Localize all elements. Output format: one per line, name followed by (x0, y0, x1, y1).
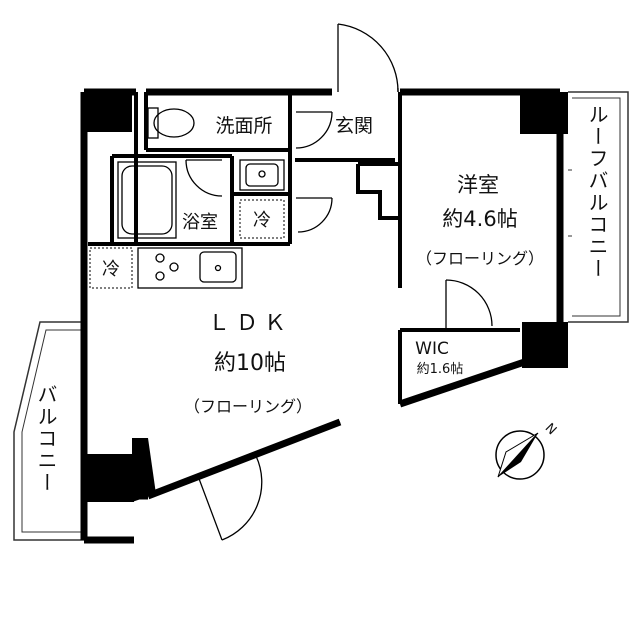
roof-balcony-label: ルーフバルコニー (585, 104, 609, 280)
rail-details (568, 169, 572, 237)
wic-size: 約1.6帖 (417, 362, 464, 377)
window-segment (255, 421, 341, 455)
ldk-floor: （フローリング） (184, 397, 312, 416)
kitchen-counter (137, 247, 243, 289)
western-room-floor: （フローリング） (416, 249, 544, 268)
compass-icon: N (495, 421, 559, 480)
bath-label: 浴室 (182, 212, 218, 233)
ldk-name: ＬＤＫ (208, 311, 292, 336)
wash-basin (239, 159, 285, 191)
western-room-size: 約4.6帖 (442, 207, 517, 231)
wic-name: WIC (415, 339, 449, 359)
roof-balcony-outline (568, 91, 629, 323)
fridge-space-main (239, 199, 285, 239)
fridge-kitchen-label: 冷 (102, 259, 120, 280)
entrance-label: 玄関 (335, 115, 373, 137)
ldk-size: 約10帖 (214, 351, 286, 376)
fridge-main-label: 冷 (253, 210, 271, 231)
entrance-step (356, 162, 402, 220)
toilet (147, 107, 195, 139)
bathtub (117, 161, 177, 239)
compass-north-label: N (542, 421, 559, 438)
structural-columns (84, 92, 568, 502)
western-room-name: 洋室 (457, 173, 499, 197)
washroom-label: 洗面所 (215, 115, 272, 137)
doors (185, 23, 493, 541)
fridge-space-kitchen (89, 247, 133, 289)
balcony-label: バルコニー (34, 384, 58, 494)
